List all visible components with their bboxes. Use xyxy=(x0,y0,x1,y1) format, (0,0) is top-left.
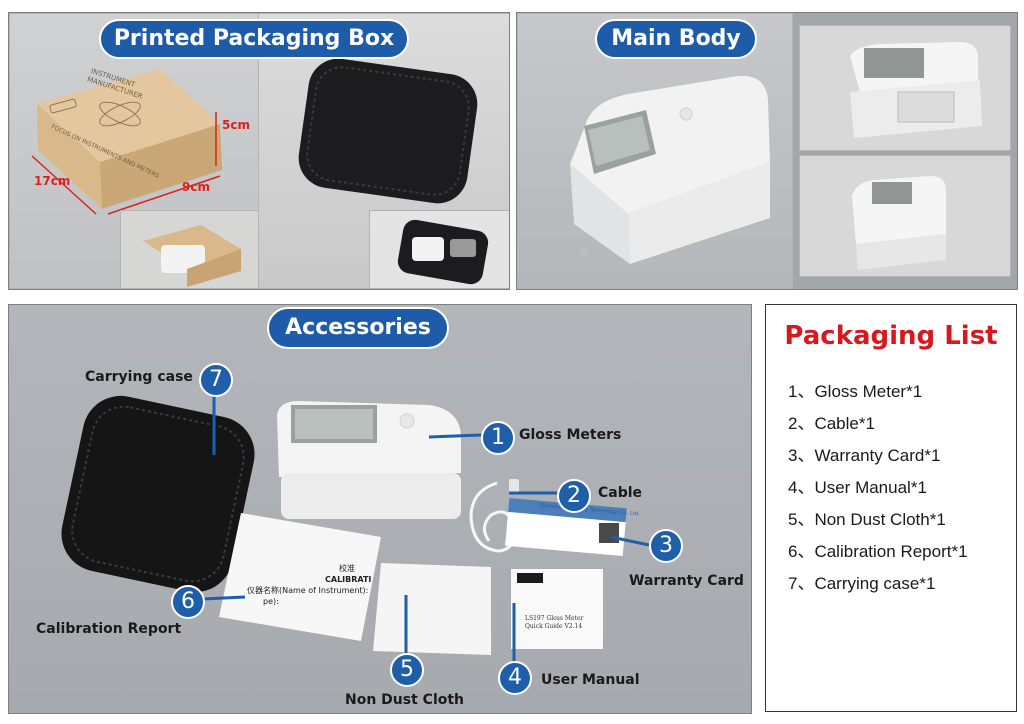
label-cable: Cable xyxy=(598,485,643,501)
main-body-side-photo xyxy=(799,155,1011,277)
accessories-panel: 校准 CALIBRATI 仪器名称(Name of Instrument): p… xyxy=(8,304,752,714)
callout-1: 1 xyxy=(481,421,515,455)
callout-5: 5 xyxy=(390,653,424,687)
calibration-field2: pe): xyxy=(263,597,279,606)
black-case-illustration xyxy=(298,58,478,204)
packaging-box-panel: INSTRUMENT MANUFACTURER FOCUS ON INSTRUM… xyxy=(8,12,510,290)
accessories-title: Accessories xyxy=(267,307,449,349)
list-item: 6、Calibration Report*1 xyxy=(788,542,968,561)
manual-line1: LS197 Gloss Meter xyxy=(525,615,584,622)
label-carrying-case: Carrying case xyxy=(85,369,193,385)
main-body-panel: Main Body xyxy=(516,12,1018,290)
list-item: 4、User Manual*1 xyxy=(788,478,927,497)
list-item: 5、Non Dust Cloth*1 xyxy=(788,510,946,529)
label-calibration-report: Calibration Report xyxy=(36,621,182,637)
calibration-title-en: CALIBRATI xyxy=(325,575,372,584)
main-body-title: Main Body xyxy=(595,19,757,59)
label-gloss-meters: Gloss Meters xyxy=(519,427,622,443)
packaging-list-box: Packaging List 1、Gloss Meter*1 2、Cable*1… xyxy=(765,304,1017,712)
main-body-photo xyxy=(517,13,793,289)
label-warranty-card: Warranty Card xyxy=(629,573,744,589)
case-photo xyxy=(258,13,509,289)
gloss-meter-illustration xyxy=(570,75,770,264)
box-photo: INSTRUMENT MANUFACTURER FOCUS ON INSTRUM… xyxy=(9,13,259,289)
list-item: 1、Gloss Meter*1 xyxy=(788,382,923,401)
main-body-open-photo xyxy=(799,25,1011,151)
open-case-inset xyxy=(369,210,509,288)
packaging-list-title: Packaging List xyxy=(784,321,998,351)
calibration-field: 仪器名称(Name of Instrument): xyxy=(247,586,369,595)
callout-7: 7 xyxy=(199,363,233,397)
packaging-box-title: Printed Packaging Box xyxy=(99,19,409,59)
label-user-manual: User Manual xyxy=(541,672,640,688)
open-box-inset xyxy=(120,210,258,288)
list-item: 3、Warranty Card*1 xyxy=(788,446,941,465)
callout-6: 6 xyxy=(171,585,205,619)
list-item: 7、Carrying case*1 xyxy=(788,574,936,593)
callout-2: 2 xyxy=(557,479,591,513)
label-non-dust-cloth: Non Dust Cloth xyxy=(345,692,465,708)
callout-4: 4 xyxy=(498,661,532,695)
cardboard-box-illustration xyxy=(31,69,222,215)
accessories-illustration xyxy=(61,393,650,661)
dim-width: 9cm xyxy=(182,180,210,194)
dim-length: 17cm xyxy=(34,174,71,188)
manual-line2: Quick Guide V2.14 xyxy=(525,623,583,630)
callout-3: 3 xyxy=(649,529,683,563)
calibration-title-cn: 校准 xyxy=(339,564,355,573)
dim-height: 5cm xyxy=(222,118,250,132)
list-item: 2、Cable*1 xyxy=(788,414,875,433)
